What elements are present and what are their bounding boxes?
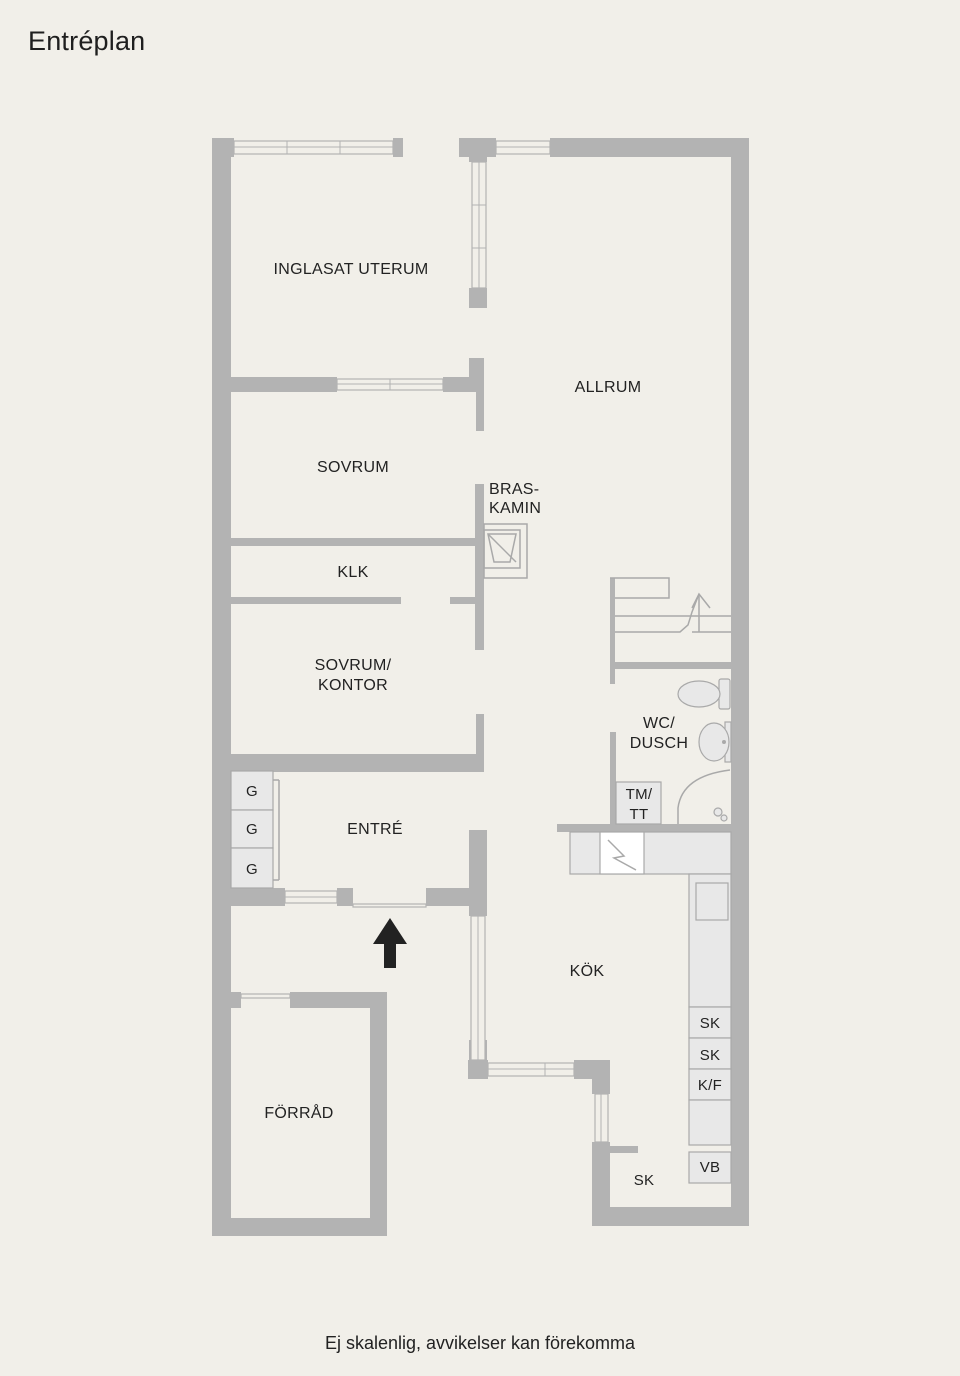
shower-icon	[677, 769, 731, 824]
kitchen-unit-label: SK	[634, 1172, 655, 1189]
wardrobes	[230, 770, 280, 889]
stairs-arrow-icon	[610, 577, 731, 633]
room-label-tmtt-1: TM/	[626, 786, 653, 803]
room-label-wc-2: DUSCH	[630, 735, 688, 752]
room-label-entre: ENTRÉ	[347, 819, 403, 838]
kitchen-counter	[569, 831, 732, 1184]
fireplace-icon	[483, 523, 528, 579]
wardrobe-label: G	[246, 861, 258, 878]
kitchen-unit-label: SK	[700, 1047, 721, 1064]
wardrobe-label: G	[246, 783, 258, 800]
page-title: Entréplan	[28, 26, 146, 56]
kitchen-unit-label: K/F	[698, 1077, 722, 1094]
room-label-braskamin-2: KAMIN	[489, 500, 541, 517]
walls	[212, 138, 749, 1236]
room-label-kok: KÖK	[570, 962, 605, 980]
room-label-sovrum-kontor-2: KONTOR	[318, 677, 388, 694]
room-label-forrad: FÖRRÅD	[264, 1103, 333, 1122]
windows	[233, 140, 609, 1143]
room-label-tmtt-2: TT	[630, 806, 649, 823]
toilet-icon	[677, 678, 731, 710]
stove-icon	[599, 831, 645, 875]
entrance-arrow-icon	[373, 918, 407, 968]
room-label-sovrum: SOVRUM	[317, 459, 389, 476]
wardrobe-label: G	[246, 821, 258, 838]
room-label-sovrum-kontor-1: SOVRUM/	[315, 657, 392, 674]
sink-icon	[698, 721, 732, 763]
kitchen-unit-label: VB	[700, 1159, 721, 1176]
room-label-klk: KLK	[337, 564, 368, 581]
room-label-uterum: INGLASAT UTERUM	[273, 261, 428, 278]
room-label-wc-1: WC/	[643, 715, 675, 732]
tmtt-box	[615, 781, 662, 825]
room-label-allrum: ALLRUM	[575, 379, 642, 396]
room-label-braskamin-1: BRAS-	[489, 481, 539, 498]
disclaimer-note: Ej skalenlig, avvikelser kan förekomma	[324, 1333, 636, 1353]
kitchen-unit-label: SK	[700, 1015, 721, 1032]
